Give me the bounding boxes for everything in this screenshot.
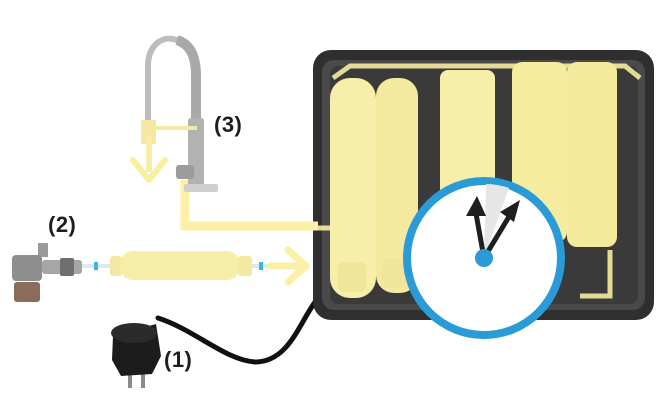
flow-arrow-icon bbox=[266, 246, 310, 286]
label-supply: (2) bbox=[48, 212, 77, 237]
faucet-icon bbox=[130, 35, 218, 192]
gauge-icon bbox=[403, 177, 565, 339]
prefilter-cartridge bbox=[78, 251, 275, 280]
faucet-line bbox=[180, 180, 318, 231]
power-cable bbox=[155, 295, 321, 365]
label-power: (1) bbox=[164, 347, 193, 372]
label-faucet: (3) bbox=[214, 112, 243, 137]
valve-icon bbox=[12, 243, 82, 302]
power-plug-icon bbox=[111, 323, 161, 388]
